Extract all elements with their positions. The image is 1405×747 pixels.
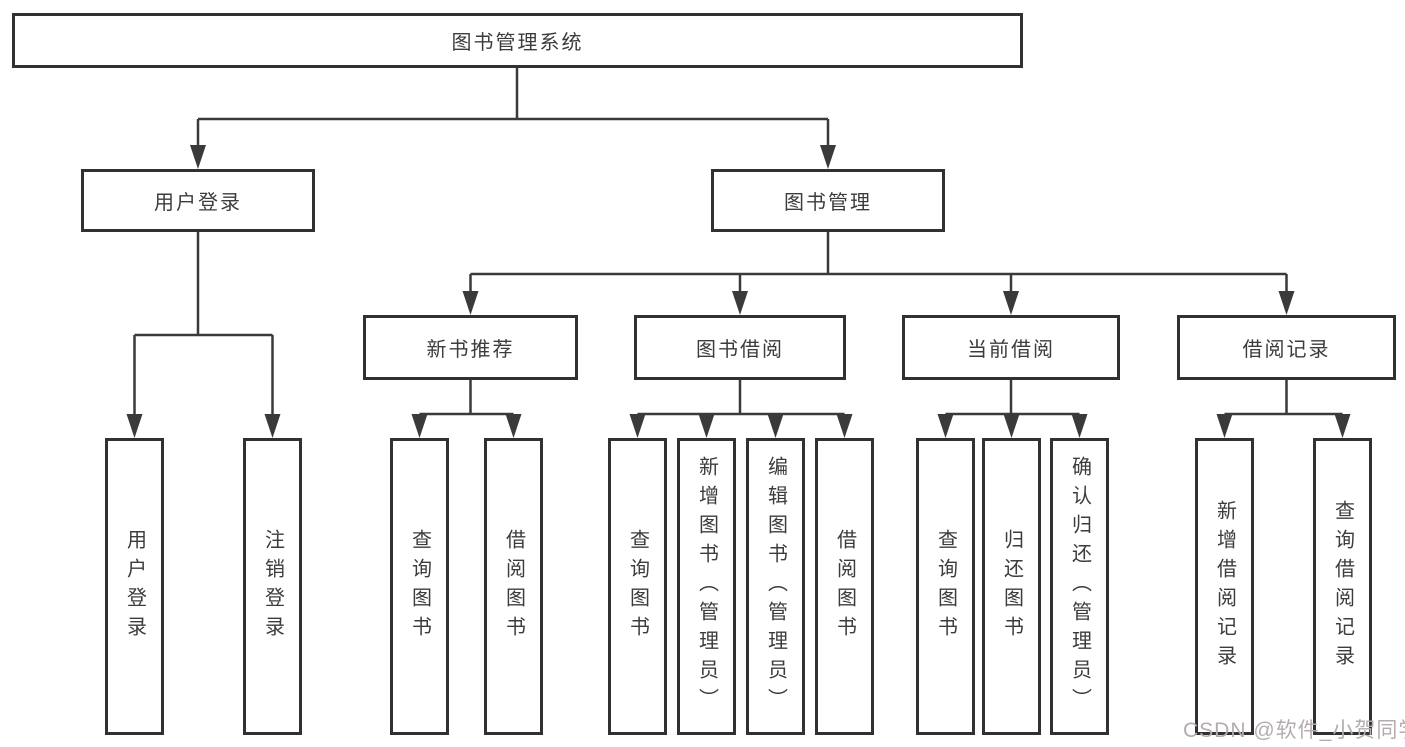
arrow-icon: [732, 291, 748, 315]
node-label: 图书管理系统: [451, 32, 584, 54]
arrow-icon: [767, 414, 784, 438]
node-current-borrowing: 当前借阅: [902, 315, 1120, 380]
node-label: 图书借阅: [696, 339, 784, 361]
arrow-icon: [820, 145, 836, 169]
node-label: 新增借阅记录: [1213, 499, 1236, 674]
arrow-icon: [1003, 414, 1020, 438]
node-label: 查询图书: [626, 528, 649, 645]
node-label: 图书管理: [784, 192, 872, 214]
node-edit-book-admin: 编辑图书（管理员）: [746, 438, 805, 735]
arrow-icon: [1003, 291, 1019, 315]
arrow-icon: [836, 414, 853, 438]
arrow-icon: [1071, 414, 1088, 438]
node-label: 用户登录: [154, 192, 242, 214]
node-add-borrowing-record: 新增借阅记录: [1195, 438, 1254, 735]
connector-book-management: [469, 232, 1288, 293]
node-label: 查询图书: [408, 528, 431, 645]
node-confirm-return-admin: 确认归还（管理员）: [1050, 438, 1109, 735]
node-library-management-system: 图书管理系统: [12, 13, 1023, 68]
node-label: 查询借阅记录: [1331, 499, 1354, 674]
node-query-books-borrowing: 查询图书: [608, 438, 667, 735]
node-borrowing-records: 借阅记录: [1177, 315, 1396, 380]
arrow-icon: [698, 414, 715, 438]
node-new-book-recommendation: 新书推荐: [363, 315, 578, 380]
node-query-books-current: 查询图书: [916, 438, 975, 735]
arrow-icon: [462, 291, 479, 315]
node-label: 编辑图书（管理员）: [764, 456, 787, 717]
csdn-watermark: CSDN @软件_小贺同学: [1183, 719, 1405, 742]
arrow-icon: [1334, 414, 1351, 438]
node-label: 新增图书（管理员）: [695, 456, 718, 717]
node-label: 归还图书: [1000, 528, 1023, 645]
connector-current-borrowing: [945, 380, 1080, 416]
arrow-icon: [411, 414, 428, 438]
node-user-login: 用户登录: [105, 438, 164, 735]
node-user-login-module: 用户登录: [81, 169, 315, 232]
arrow-icon: [937, 414, 954, 438]
node-label: 查询图书: [934, 528, 957, 645]
arrow-icon: [505, 414, 522, 438]
node-book-management-module: 图书管理: [711, 169, 945, 232]
node-borrow-books-borrowing: 借阅图书: [815, 438, 874, 735]
arrow-icon: [1278, 291, 1295, 315]
connector-borrow-records: [1224, 380, 1343, 416]
arrow-icon: [629, 414, 646, 438]
node-label: 用户登录: [123, 528, 146, 645]
connector-user-login: [133, 232, 274, 416]
arrow-icon: [126, 414, 143, 438]
arrow-icon: [264, 414, 281, 438]
arrow-icon: [1216, 414, 1233, 438]
arrow-icon: [190, 145, 206, 169]
node-label: 借阅记录: [1242, 339, 1331, 361]
node-query-books-recommend: 查询图书: [390, 438, 449, 735]
node-borrow-books-recommend: 借阅图书: [484, 438, 543, 735]
node-label: 注销登录: [261, 528, 284, 645]
node-label: 借阅图书: [833, 528, 856, 645]
node-logout: 注销登录: [243, 438, 302, 735]
connector-book-borrowing: [637, 380, 845, 416]
node-add-book-admin: 新增图书（管理员）: [677, 438, 736, 735]
node-label: 确认归还（管理员）: [1068, 456, 1091, 717]
node-return-books: 归还图书: [982, 438, 1041, 735]
connector-new-book: [418, 380, 515, 416]
connector-root: [196, 68, 830, 147]
arrowheads: [126, 145, 1351, 438]
node-label: 新书推荐: [426, 339, 515, 361]
node-query-borrowing-record: 查询借阅记录: [1313, 438, 1372, 735]
node-label: 当前借阅: [967, 339, 1055, 361]
node-book-borrowing: 图书借阅: [634, 315, 846, 380]
node-label: 借阅图书: [502, 528, 525, 645]
